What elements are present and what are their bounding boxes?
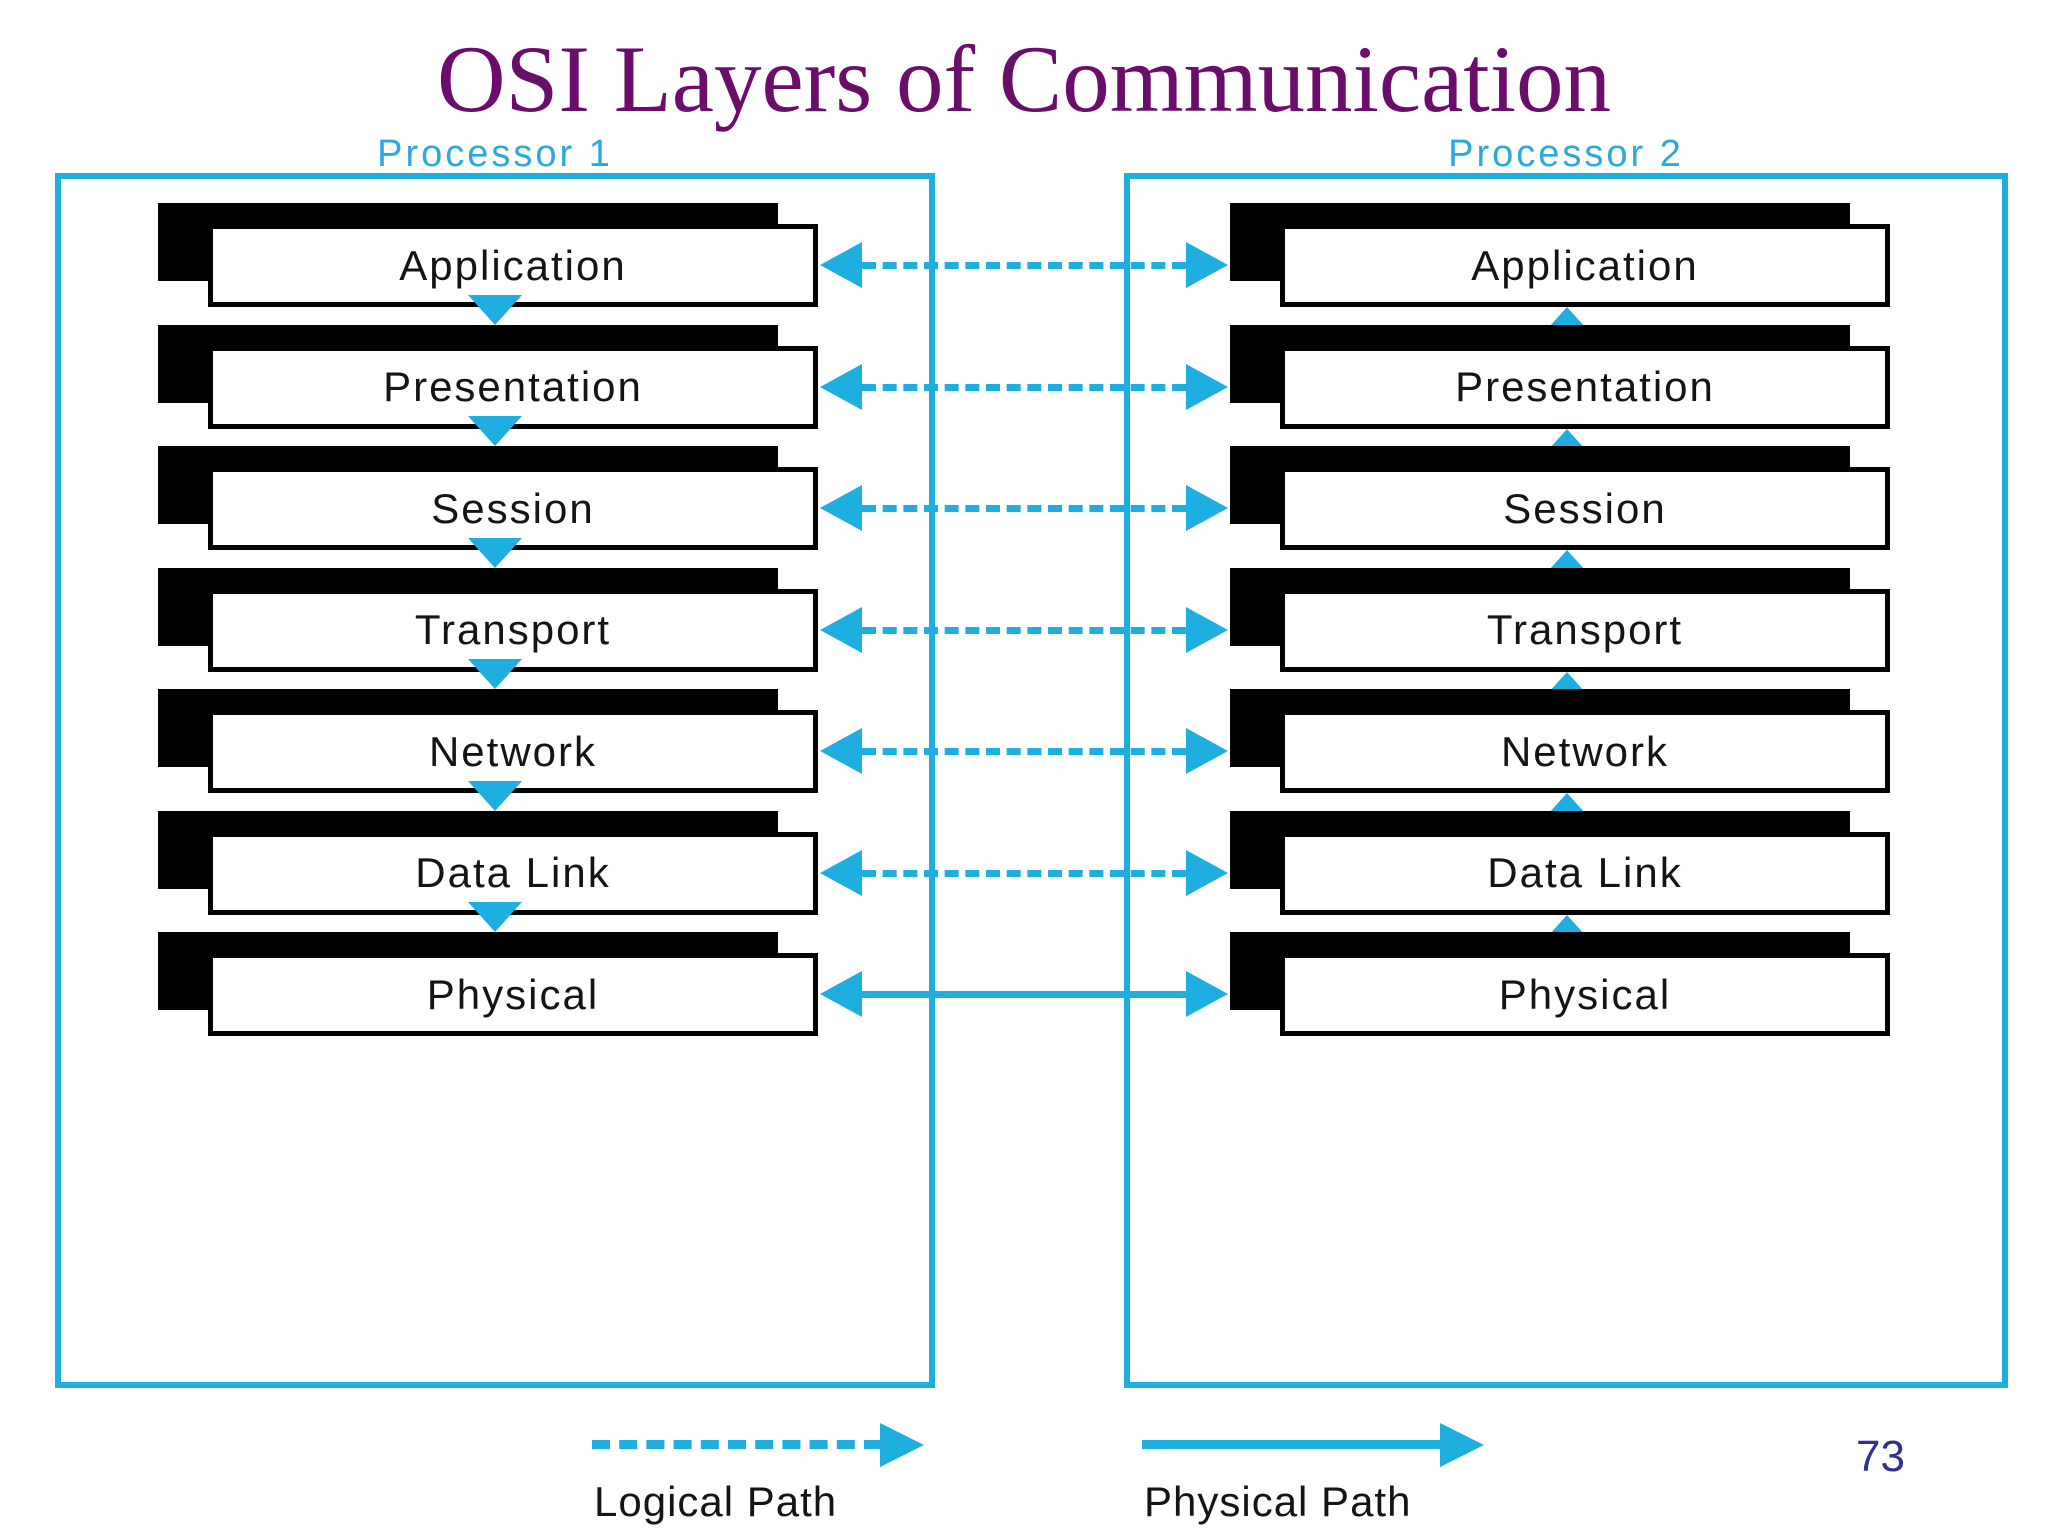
layer-card-application-p1[interactable]: Application [158,203,818,313]
connector-arrowhead-right-session [1186,485,1228,531]
layer-card-physical-p2[interactable]: Physical [1230,932,1890,1042]
processor-2-caption: Processor 2 [1448,133,1684,175]
connector-line-logical-presentation [862,383,1186,391]
legend-logical-dash [592,1440,882,1449]
flow-arrow-head-down [468,537,522,568]
layer-card-session-p1[interactable]: Session [158,446,818,556]
connector-line-physical-physical [862,991,1186,998]
connector-line-logical-application [862,262,1186,269]
layer-card-transport-p2[interactable]: Transport [1230,567,1890,678]
layer-label: Data Link [415,849,611,896]
layer-label: Application [1471,241,1699,289]
layer-card-face: Session [1280,467,1890,550]
flow-arrow-head-down [468,416,522,446]
layer-card-face: Data Link [208,831,818,915]
legend-physical-arrowhead [1440,1423,1484,1467]
page-number: 73 [1856,1432,1905,1481]
connector-line-logical-transport [862,626,1186,634]
flow-arrow-head-down [468,659,522,689]
layer-card-session-p2[interactable]: Session [1230,446,1890,556]
layer-card-face: Data Link [1280,831,1890,915]
layer-card-face: Physical [208,953,818,1036]
layer-card-face: Network [1280,710,1890,793]
flow-arrow-head-down [468,294,522,325]
layer-card-network-p2[interactable]: Network [1230,689,1890,799]
connector-arrowhead-right-data-link [1186,849,1228,896]
page-title: OSI Layers of Communication [436,26,1612,132]
connector-arrowhead-left-session [820,485,862,531]
legend-physical-line [1142,1440,1442,1449]
layer-label: Presentation [1455,363,1715,410]
connector-arrowhead-left-network [820,728,862,774]
layer-card-physical-p1[interactable]: Physical [158,932,818,1042]
processor-2-frame [1124,173,2008,1388]
layer-label: Transport [1486,606,1684,653]
layer-card-data-link-p2[interactable]: Data Link [1230,810,1890,921]
layer-card-application-p2[interactable]: Application [1230,203,1890,313]
connector-arrowhead-left-presentation [820,363,862,410]
layer-label: Data Link [1487,849,1683,896]
connector-arrowhead-right-presentation [1186,363,1228,410]
flow-arrow-head-down [468,780,522,811]
connector-arrowhead-left-application [820,242,862,288]
layer-label: Transport [414,606,612,653]
layer-card-face: Application [208,224,818,307]
layer-card-face: Application [1280,224,1890,307]
legend-logical-label: Logical Path [594,1478,838,1525]
connector-line-logical-session [862,505,1186,512]
connector-arrowhead-right-application [1186,242,1228,288]
layer-label: Session [1503,484,1667,532]
layer-card-data-link-p1[interactable]: Data Link [158,810,818,921]
layer-label: Application [399,241,627,289]
layer-card-face: Physical [1280,953,1890,1036]
layer-label: Session [431,484,595,532]
connector-arrowhead-right-network [1186,728,1228,774]
layer-card-face: Presentation [1280,345,1890,429]
processor-1-frame [55,173,935,1388]
layer-label: Presentation [383,363,643,410]
connector-arrowhead-left-data-link [820,849,862,896]
layer-card-face: Network [208,710,818,793]
processor-1-caption: Processor 1 [377,133,613,175]
layer-card-face: Session [208,467,818,550]
layer-card-presentation-p2[interactable]: Presentation [1230,324,1890,435]
flow-arrow-head-down [468,902,522,932]
connector-line-logical-data-link [862,869,1186,877]
layer-label: Physical [426,970,600,1018]
connector-arrowhead-right-transport [1186,606,1228,653]
layer-label: Physical [1498,970,1672,1018]
connector-line-logical-network [862,748,1186,755]
layer-label: Network [428,727,598,775]
connector-arrowhead-left-transport [820,606,862,653]
layer-label: Network [1500,727,1670,775]
legend-logical-arrowhead [880,1423,924,1467]
connector-arrowhead-left-physical [820,971,862,1017]
layer-card-network-p1[interactable]: Network [158,689,818,799]
layer-card-face: Transport [1280,588,1890,672]
connector-arrowhead-right-physical [1186,971,1228,1017]
legend-physical-label: Physical Path [1144,1478,1412,1525]
